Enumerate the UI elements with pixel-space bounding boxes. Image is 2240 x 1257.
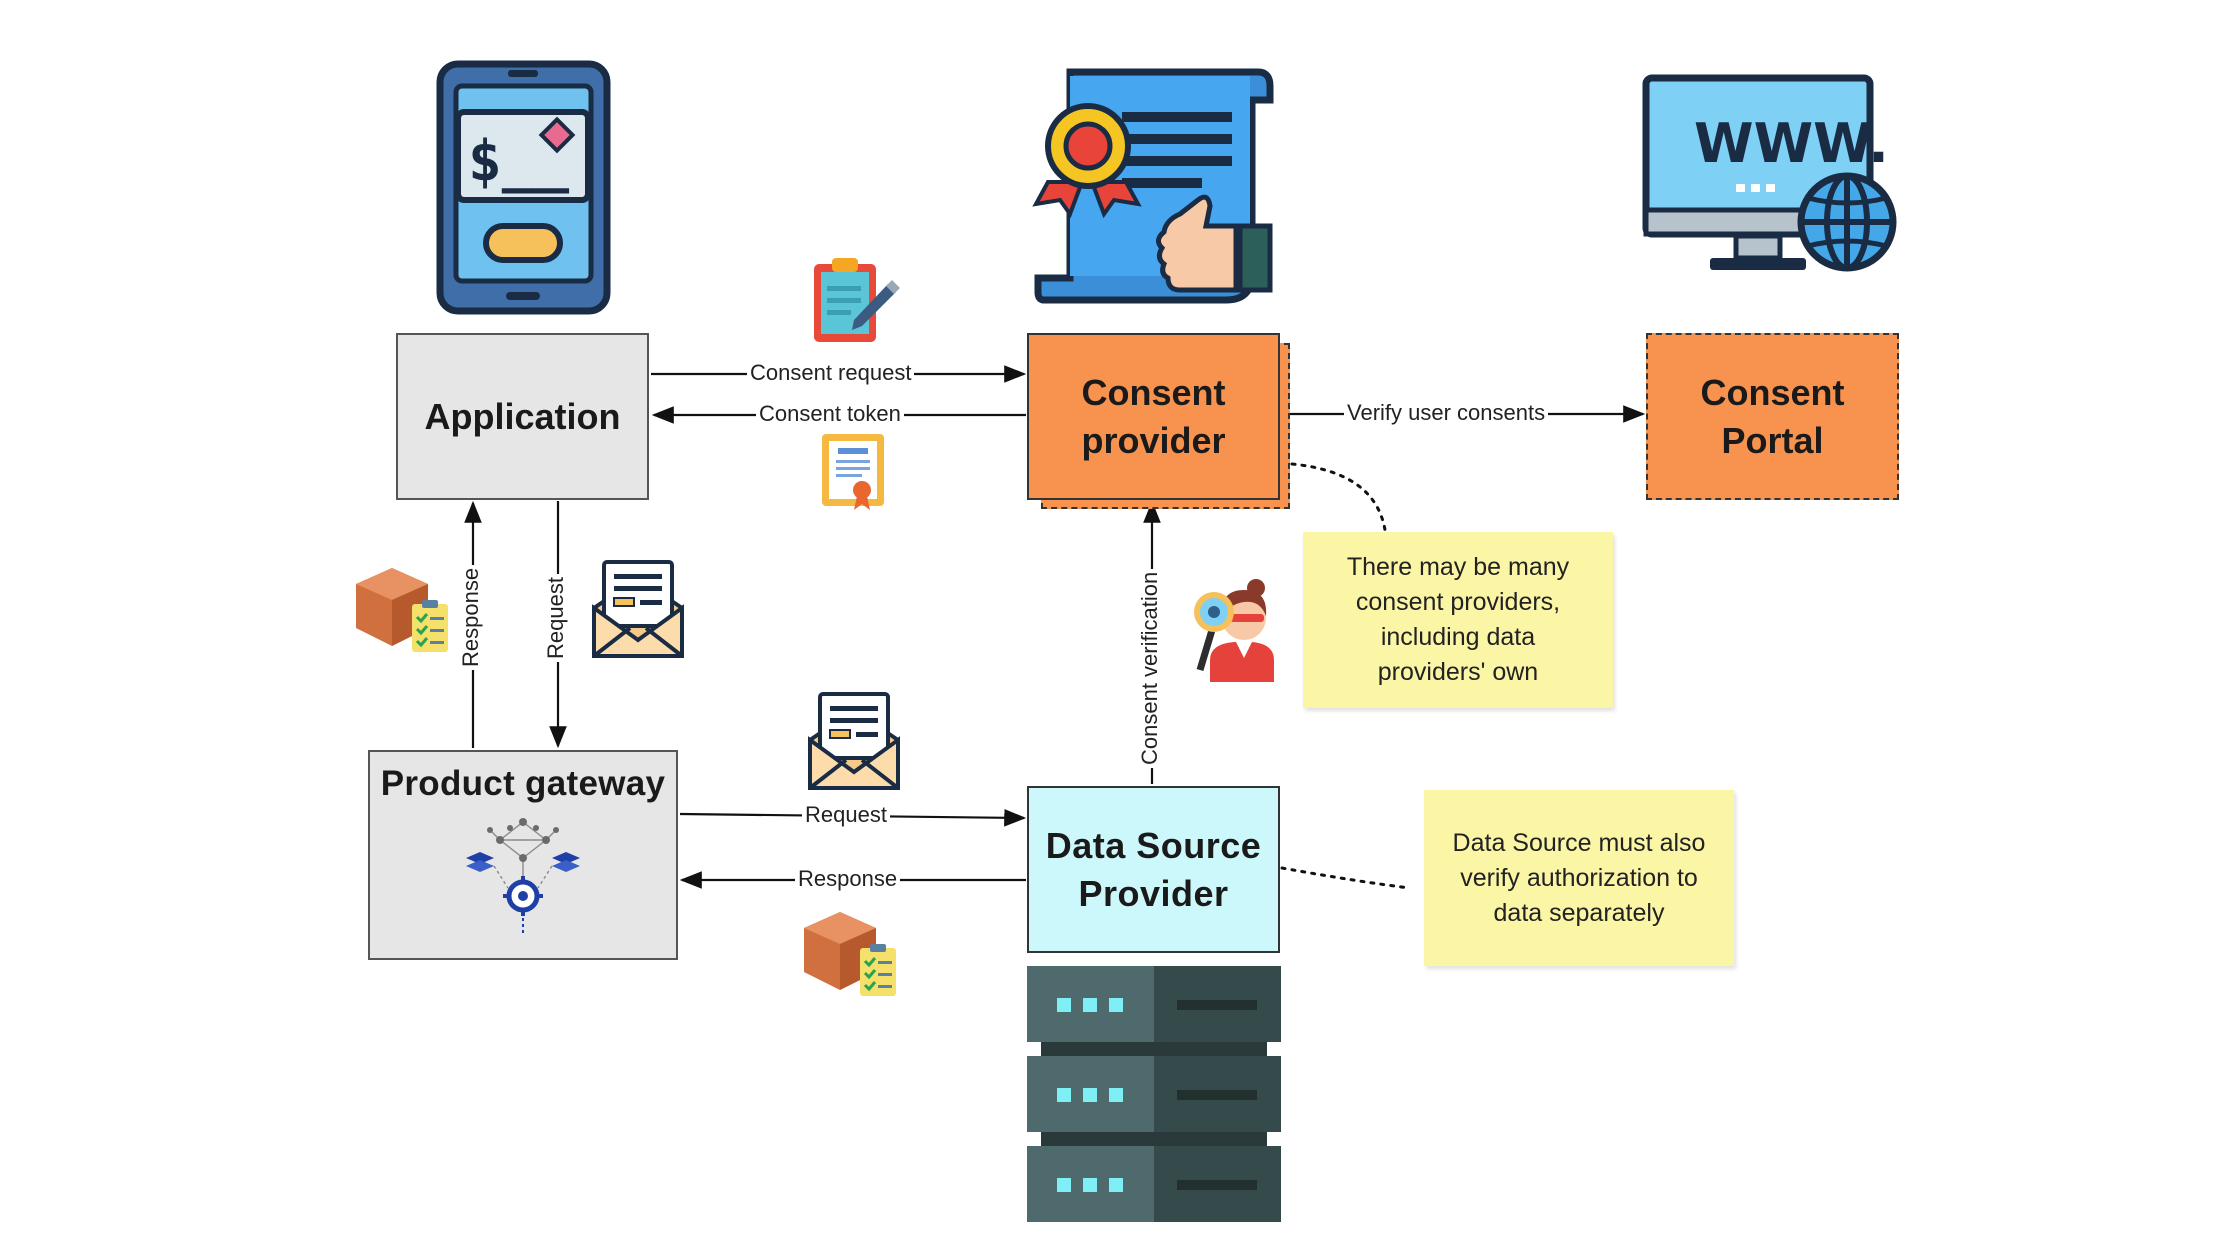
data-source-provider-label-line-1: Data Source [1045,824,1262,866]
svg-text:WWW.: WWW. [1694,112,1889,175]
inspector-magnifier-icon [1194,579,1274,682]
label-response-up: Response [458,564,484,670]
envelope-letter-icon [592,560,684,658]
package-checklist-icon-2 [804,912,896,996]
application-box: Application [396,333,649,500]
www-monitor-globe-icon: WWW. [1642,74,1897,272]
label-request-down: Request [543,574,569,662]
application-label: Application [424,395,621,437]
gateway-network-icon [466,818,580,934]
label-consent-token: Consent token [756,401,904,427]
envelope-letter-icon-2 [808,692,900,790]
mobile-payment-icon: $__ [436,60,611,315]
note-1-line-2: consent providers, [1355,588,1561,616]
dotted-link-note-1 [1290,462,1387,532]
consent-provider-label-line-2: provider [1081,419,1226,461]
note-2-line-3: data separately [1493,898,1665,927]
label-consent-verification: Consent verification [1137,568,1163,768]
package-checklist-icon [356,568,448,652]
note-1-line-3: including data [1380,623,1536,651]
note-2-line-1: Data Source must also [1452,828,1706,857]
data-source-provider-label-line-2: Provider [1078,872,1229,914]
consent-provider-box: Consent provider [1027,333,1280,500]
certificate-thumbs-up-icon [1032,68,1274,304]
label-consent-request: Consent request [747,360,915,386]
consent-portal-label-line-1: Consent [1700,371,1845,413]
server-rack-icon [1027,966,1281,1222]
consent-provider-label-line-1: Consent [1081,371,1226,413]
product-gateway-label: Product gateway [380,764,666,803]
consent-portal-label-line-2: Portal [1721,419,1824,461]
consent-portal-box: Consent Portal [1646,333,1899,500]
note-2-line-2: verify authorization to [1460,863,1698,892]
note-data-source-auth: Data Source must also verify authorizati… [1424,790,1734,966]
label-request-right: Request [802,802,890,828]
note-1-line-1: There may be many [1346,553,1570,581]
note-1-line-4: providers' own [1377,658,1539,686]
label-response-left: Response [795,866,901,892]
note-many-providers: There may be many consent providers, inc… [1303,532,1613,708]
dotted-link-note-2 [1280,866,1412,890]
clipboard-pen-icon [814,258,900,342]
data-source-provider-box: Data Source Provider [1027,786,1280,953]
label-verify-user-consents: Verify user consents [1344,400,1549,426]
certificate-document-icon [822,434,884,510]
